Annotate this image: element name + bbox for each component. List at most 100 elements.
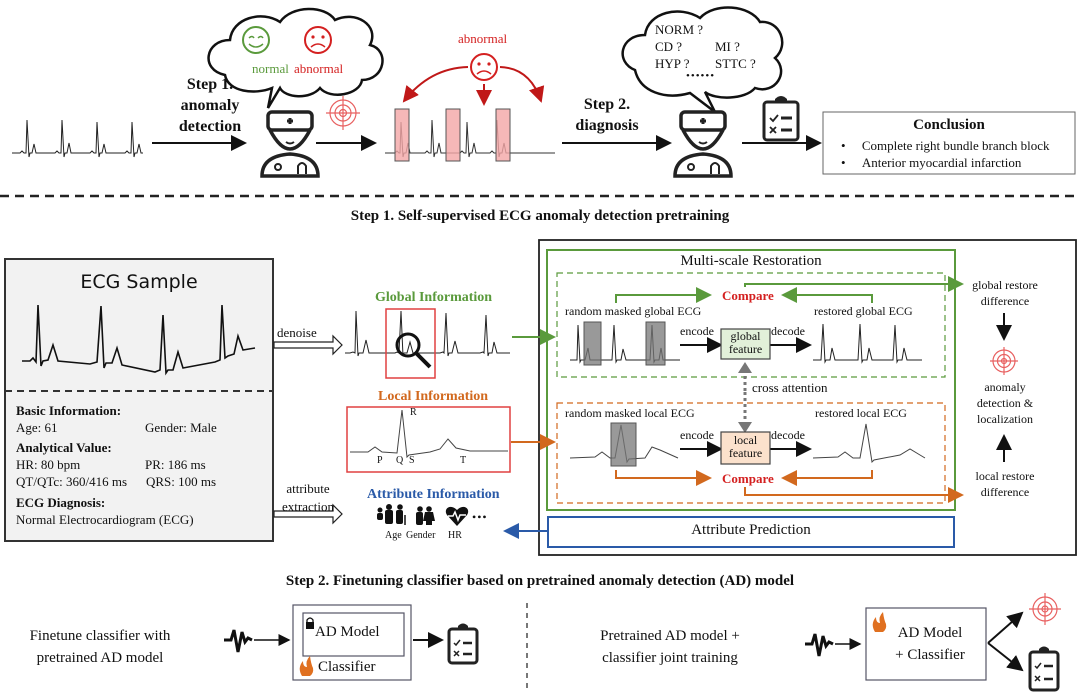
wave-label-r: R [410,407,417,418]
lock-icon [306,617,314,629]
happy-face-icon [242,26,270,54]
basic-info-heading: Basic Information: [16,403,122,418]
global-feature-label: global feature [721,330,770,356]
wave-label-q: Q [396,455,404,466]
finetune-description-line: Finetune classifier with [29,628,171,644]
conclusion-box [822,111,1076,175]
attribute-hr-label: HR [448,530,462,541]
analytical-heading: Analytical Value: [16,440,112,455]
global-info-label: Global Information [375,290,493,305]
target-icon-bottom [1029,593,1061,625]
red-arrow-left [402,66,469,103]
doctor-icon-1 [260,110,320,178]
highlight-window-3 [495,108,511,162]
gender-value: Gender: Male [145,420,217,435]
finetune-description-line: pretrained AD model [36,650,164,666]
attribute-extraction-line: extraction [282,499,334,514]
diagnosis-heading: ECG Diagnosis: [16,495,106,510]
joint-training-description: Pretrained AD model + classifier joint t… [570,625,770,669]
attribute-gender-label: Gender [406,530,436,541]
ecg-trace-highlighted [385,119,555,158]
ecg-sample-box [4,258,274,542]
attribute-more: ••• [472,510,488,524]
pretraining-outer-box [538,239,1077,556]
conclusion-item-text: Anterior myocardial infarction [861,155,1022,170]
step1-label-line: Step 1. [186,76,234,93]
restored-local-label: restored local ECG [815,406,907,420]
local-info-label: Local Information [378,389,489,404]
joint-model-label: AD Model + Classifier [880,622,980,666]
joint-model-line: AD Model [897,625,963,641]
local-feature-line: local [733,433,758,447]
joint-model-line: + Classifier [895,647,965,663]
global-compare-label: Compare [722,288,774,303]
diagnosis-option-hyp: HYP ? [655,56,690,71]
denoise-arrow [273,334,343,356]
local-ecg-trace [350,409,508,459]
anomaly-line: localization [977,412,1033,426]
local-info-box [346,406,511,473]
qrs-value: QRS: 100 ms [146,474,217,489]
diagnosis-option-norm: NORM ? [655,22,704,37]
local-restore-line: difference [980,485,1030,499]
classifier-label: Classifier [318,659,376,675]
global-dashed-box [556,272,946,378]
ecg-sample-title: ECG Sample [80,271,198,293]
red-arrow-right [499,66,545,103]
wave-label-s: S [409,455,415,466]
multiscale-restoration-box [546,249,956,511]
diagnosis-option-cd: CD ? [655,39,683,54]
joint-model-box [865,607,987,681]
conclusion-list: • Complete right bundle branch block • A… [841,137,1050,171]
restored-global-ecg [813,323,922,364]
ecg-pulse-icon-left [224,629,253,653]
step1-label-line: detection [178,118,242,135]
wave-label-p: P [377,455,383,466]
random-masked-local-label: random masked local ECG [565,406,695,420]
doctor-icon-2 [673,110,733,178]
abnormal-label: abnormal [458,31,508,46]
step2-section-title: Step 2. Finetuning classifier based on p… [285,573,795,589]
thought-cloud-1 [207,7,384,109]
cross-attention-label: cross attention [752,380,828,395]
restored-global-label: restored global ECG [814,304,913,318]
abnormal-label-cloud: abnormal [294,61,344,76]
age-icon [377,504,406,525]
diagnosis-value: Normal Electrocardiogram (ECG) [16,512,194,527]
attribute-prediction-label: Attribute Prediction [691,522,811,538]
joint-training-description-line: Pretrained AD model + [600,628,740,644]
local-feature-label: local feature [721,434,770,460]
target-icon-top [326,96,360,130]
step2-top-label: Step 2. diagnosis [572,94,642,136]
conclusion-title: Conclusion [913,117,985,133]
flame-icon-left [299,656,314,676]
anomaly-detection-label: anomaly detection & localization [960,379,1050,427]
conclusion-item-text: Complete right bundle branch block [861,138,1050,153]
global-decode-label: decode [771,324,805,338]
step1-label-line: anomaly [180,97,240,114]
ad-model-box-locked [302,612,405,657]
pr-value: PR: 186 ms [145,457,206,472]
global-feature-line: feature [728,342,763,356]
global-focus-box [385,308,436,379]
local-compare-label: Compare [722,471,774,486]
age-value: Age: 61 [16,420,58,435]
ecg-pulse-icon-right [805,633,834,657]
hr-value: HR: 80 bpm [16,457,81,472]
anomaly-line: detection & [976,396,1034,410]
gender-icon [416,506,435,525]
thought-cloud-2 [621,6,784,113]
diagnosis-option-more: •••••• [686,70,716,82]
step1-section-title: Step 1. Self-supervised ECG anomaly dete… [350,208,730,224]
local-decode-label: decode [771,428,805,442]
sad-face-icon-2 [470,53,498,81]
ecg-sample-info: Basic Information: Age: 61 Gender: Male … [16,402,271,528]
local-restore-difference-label: local restore difference [960,468,1050,500]
attribute-prediction-box [547,516,955,548]
global-encode-label: encode [680,324,714,338]
step2-label-line: Step 2. [583,96,631,113]
heart-rate-icon [445,506,469,526]
conclusion-item: • Complete right bundle branch block [841,138,1050,153]
global-ecg-trace [345,310,510,357]
conclusion-item: • Anterior myocardial infarction [841,155,1022,170]
